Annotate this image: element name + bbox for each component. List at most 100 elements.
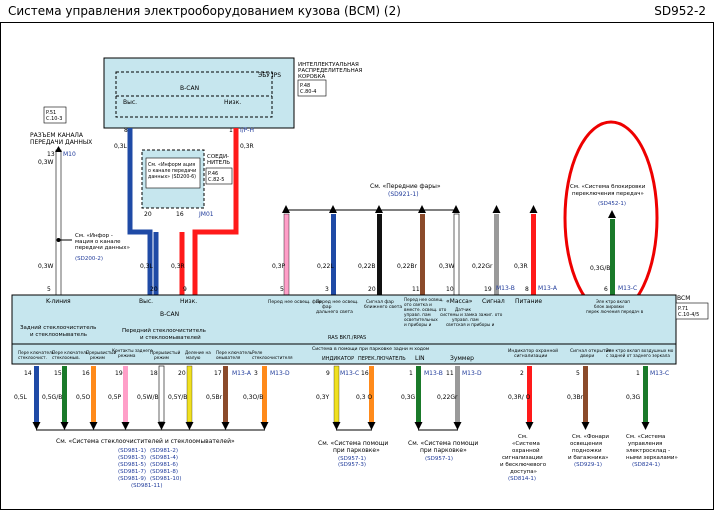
svg-text:Сигнал: Сигнал [482,298,505,305]
bottom-wires [34,365,648,423]
svg-text:0,3P: 0,3P [272,263,286,270]
wire-right: 0,3R [240,143,254,150]
svg-text:0,5W/B: 0,5W/B [137,394,159,401]
svg-text:0,3 O: 0,3 O [356,394,372,401]
svg-text:0,22Gr: 0,22Gr [472,263,493,270]
svg-text:M13-C: M13-C [650,370,669,377]
svg-text:0,3G/B: 0,3G/B [590,265,610,272]
svg-text:10: 10 [446,286,454,293]
svg-text:20: 20 [368,286,376,293]
svg-text:LIN: LIN [415,355,425,362]
svg-text:двери: двери [580,354,594,359]
svg-text:0,22L: 0,22L [317,263,334,270]
svg-text:(SD981-1): (SD981-1) [118,448,146,454]
ipb-sub-name: ЭБУ IPS [258,72,281,79]
svg-text:5: 5 [47,286,51,293]
svg-text:Сигнал открытия: Сигнал открытия [570,348,611,354]
ipb-pin-left: 8 [124,127,128,134]
svg-text:19: 19 [484,286,492,293]
svg-text:19: 19 [115,370,123,377]
joint-pin-16: 16 [176,211,184,218]
svg-text:9: 9 [183,286,187,293]
svg-text:(SD981-11): (SD981-11) [131,483,163,489]
svg-text:(SD981-3): (SD981-3) [118,455,146,461]
svg-text:M13-B: M13-B [496,285,515,292]
page-title: Система управления электрооборудованием … [8,4,401,18]
svg-text:3: 3 [325,286,329,293]
svg-text:16: 16 [361,370,369,377]
ref-pas-ids: (SD957-1)(SD957-3) [338,456,366,468]
svg-text:0,5G/B: 0,5G/B [42,394,62,401]
ipb-pin-hi: Низк. [224,99,241,106]
joint-name: СОЕДИ-НИТЕЛЬ [207,154,230,166]
svg-text:5: 5 [280,286,284,293]
ipb-inner-box [115,71,273,118]
svg-text:9: 9 [326,370,330,377]
svg-text:(SD981-10): (SD981-10) [150,476,182,482]
svg-text:0,5Y/B: 0,5Y/B [168,394,187,401]
svg-text:(SD981-9): (SD981-9) [118,476,146,482]
svg-text:Выс.: Выс. [139,298,153,305]
svg-text:M13-C: M13-C [340,370,359,377]
ipb-box [103,57,295,129]
svg-text:M13-A: M13-A [538,285,558,292]
ref-wiper-list: (SD981-1) (SD981-2) (SD981-3) (SD981-4) … [118,448,182,489]
svg-text:M13-C: M13-C [618,285,637,292]
mirror-ref: (SD452-1) [598,201,626,207]
svg-text:0,3R: 0,3R [514,263,528,270]
svg-text:RAS ВКЛ./RPAS: RAS ВКЛ./RPAS [328,335,366,341]
svg-text:Зуммер: Зуммер [450,355,474,362]
svg-text:0,3L: 0,3L [140,263,154,270]
ref-mirror-id: (SD824-1) [632,462,660,468]
svg-text:(SD981-6): (SD981-6) [150,462,178,468]
svg-text:(SD981-2): (SD981-2) [150,448,178,454]
joint-pin-20: 20 [144,211,152,218]
svg-text:Низк.: Низк. [180,298,197,305]
data-link-ref: (SD200-2) [75,256,103,262]
bcm-name: BCM [677,295,690,302]
p51-pin: 13 [47,151,55,158]
svg-text:8: 8 [525,286,529,293]
bcm-box [11,294,677,345]
svg-text:11: 11 [412,286,420,293]
svg-text:11: 11 [446,370,454,377]
ipb-bus-label: B-CAN [180,85,199,92]
svg-text:(SD981-4): (SD981-4) [150,455,178,461]
svg-text:1: 1 [636,370,640,377]
svg-text:0,22Br: 0,22Br [397,263,417,270]
svg-text:Система в помощи при парковке: Система в помощи при парковке задни м хо… [312,346,430,352]
svg-text:«Масса»: «Масса» [446,298,473,305]
svg-text:M13-A: M13-A [232,370,252,377]
ipb-pin-lo: Выс. [123,99,137,106]
svg-text:0,3Br: 0,3Br [567,394,584,401]
svg-text:Эле ктро вклап воздушных мос з: Эле ктро вклап воздушных мос задней от з… [606,348,674,358]
svg-text:(SD981-5): (SD981-5) [118,462,146,468]
p51-conn: M10 [63,151,76,158]
svg-text:Индикатор охранной: Индикатор охранной [508,347,558,354]
svg-text:0,3R/ O: 0,3R/ O [508,394,531,401]
svg-text:6: 6 [604,286,608,293]
svg-text:15: 15 [54,370,62,377]
svg-text:M13-B: M13-B [424,370,443,377]
svg-text:0,3R: 0,3R [171,263,185,270]
svg-text:20: 20 [150,286,158,293]
joint-conn: JM01 [198,211,214,218]
svg-text:0,5P: 0,5P [108,394,122,401]
